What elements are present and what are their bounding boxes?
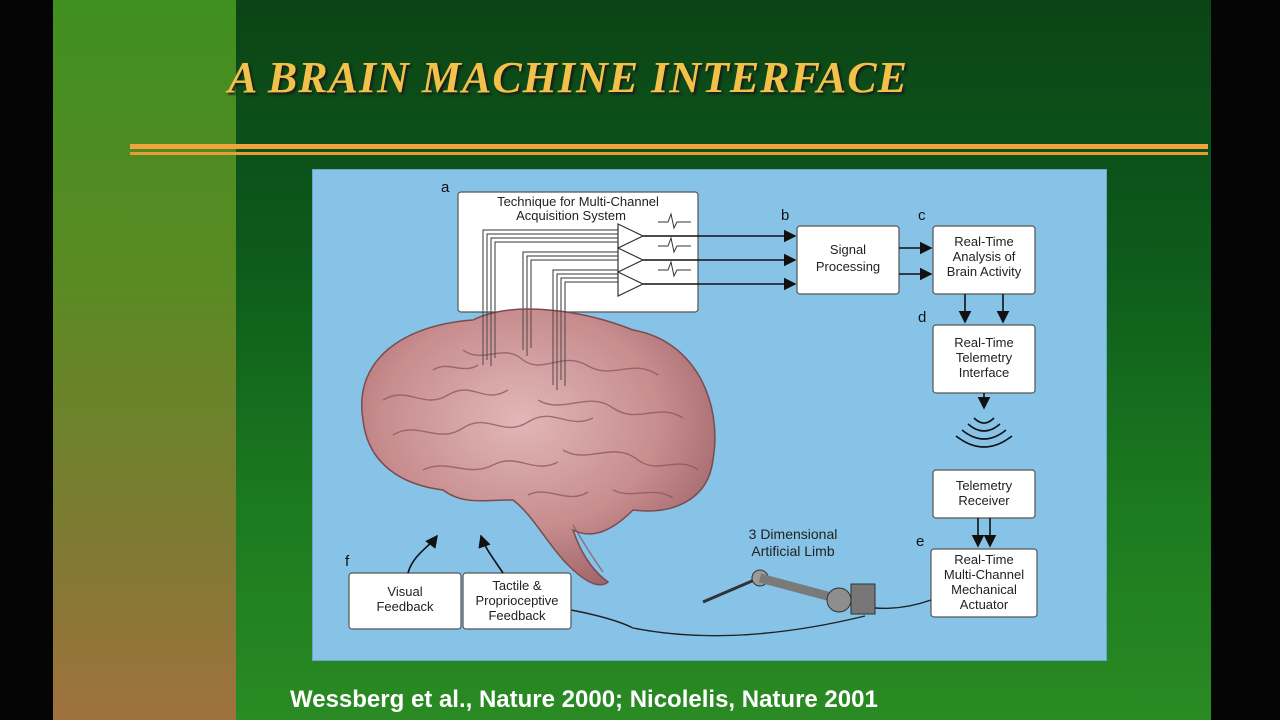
label-e: e: [916, 533, 924, 550]
svg-text:Technique for Multi-Channel: Technique for Multi-Channel: [497, 194, 659, 209]
telemetry-interface-box: Real-Time Telemetry Interface: [932, 324, 1036, 394]
left-accent-bar: [53, 0, 236, 720]
visual-feedback-box: Visual Feedback: [348, 572, 462, 630]
label-a: a: [441, 179, 450, 196]
svg-text:Artificial Limb: Artificial Limb: [751, 543, 834, 559]
telemetry-receiver-box: Telemetry Receiver: [932, 469, 1036, 519]
citation-text: Wessberg et al., Nature 2000; Nicolelis,…: [290, 686, 878, 713]
artificial-limb-icon: 3 Dimensional Artificial Limb: [702, 526, 932, 615]
svg-text:Interface: Interface: [959, 365, 1010, 380]
svg-text:Real-Time: Real-Time: [954, 234, 1013, 249]
tactile-feedback-box: Tactile & Proprioceptive Feedback: [462, 572, 572, 630]
svg-text:Real-Time: Real-Time: [954, 552, 1013, 567]
label-b: b: [781, 207, 789, 224]
label-f: f: [345, 553, 350, 570]
slide: A BRAIN MACHINE INTERFACE a b c d e f: [53, 0, 1211, 720]
svg-text:Signal: Signal: [830, 242, 866, 257]
acquisition-system-box: Technique for Multi-Channel Acquisition …: [457, 191, 699, 313]
svg-text:Processing: Processing: [816, 259, 880, 274]
svg-text:Feedback: Feedback: [488, 608, 546, 623]
svg-text:Tactile &: Tactile &: [492, 578, 541, 593]
svg-text:3 Dimensional: 3 Dimensional: [749, 526, 838, 542]
svg-text:Telemetry: Telemetry: [956, 350, 1013, 365]
svg-text:Acquisition System: Acquisition System: [516, 208, 626, 223]
svg-text:Actuator: Actuator: [960, 597, 1009, 612]
brain-image: [361, 308, 716, 586]
slide-title: A BRAIN MACHINE INTERFACE: [228, 53, 908, 102]
mechanical-actuator-box: Real-Time Multi-Channel Mechanical Actua…: [930, 548, 1038, 618]
signal-processing-box: Signal Processing: [796, 225, 900, 295]
label-d: d: [918, 309, 926, 326]
wireless-signal-icon: [955, 393, 1013, 448]
label-c: c: [918, 207, 926, 224]
svg-text:Feedback: Feedback: [376, 599, 434, 614]
svg-text:Telemetry: Telemetry: [956, 478, 1013, 493]
brain-activity-analysis-box: Real-Time Analysis of Brain Activity: [932, 225, 1036, 295]
svg-text:Real-Time: Real-Time: [954, 335, 1013, 350]
title-divider: [130, 144, 1208, 158]
svg-text:Brain Activity: Brain Activity: [947, 264, 1022, 279]
svg-text:Proprioceptive: Proprioceptive: [475, 593, 558, 608]
svg-text:Receiver: Receiver: [958, 493, 1010, 508]
svg-text:Visual: Visual: [387, 584, 422, 599]
svg-text:Multi-Channel: Multi-Channel: [944, 567, 1024, 582]
svg-text:Analysis of: Analysis of: [953, 249, 1016, 264]
svg-text:Mechanical: Mechanical: [951, 582, 1017, 597]
bmi-diagram: a b c d e f Technique for Multi-Channel …: [312, 169, 1107, 661]
